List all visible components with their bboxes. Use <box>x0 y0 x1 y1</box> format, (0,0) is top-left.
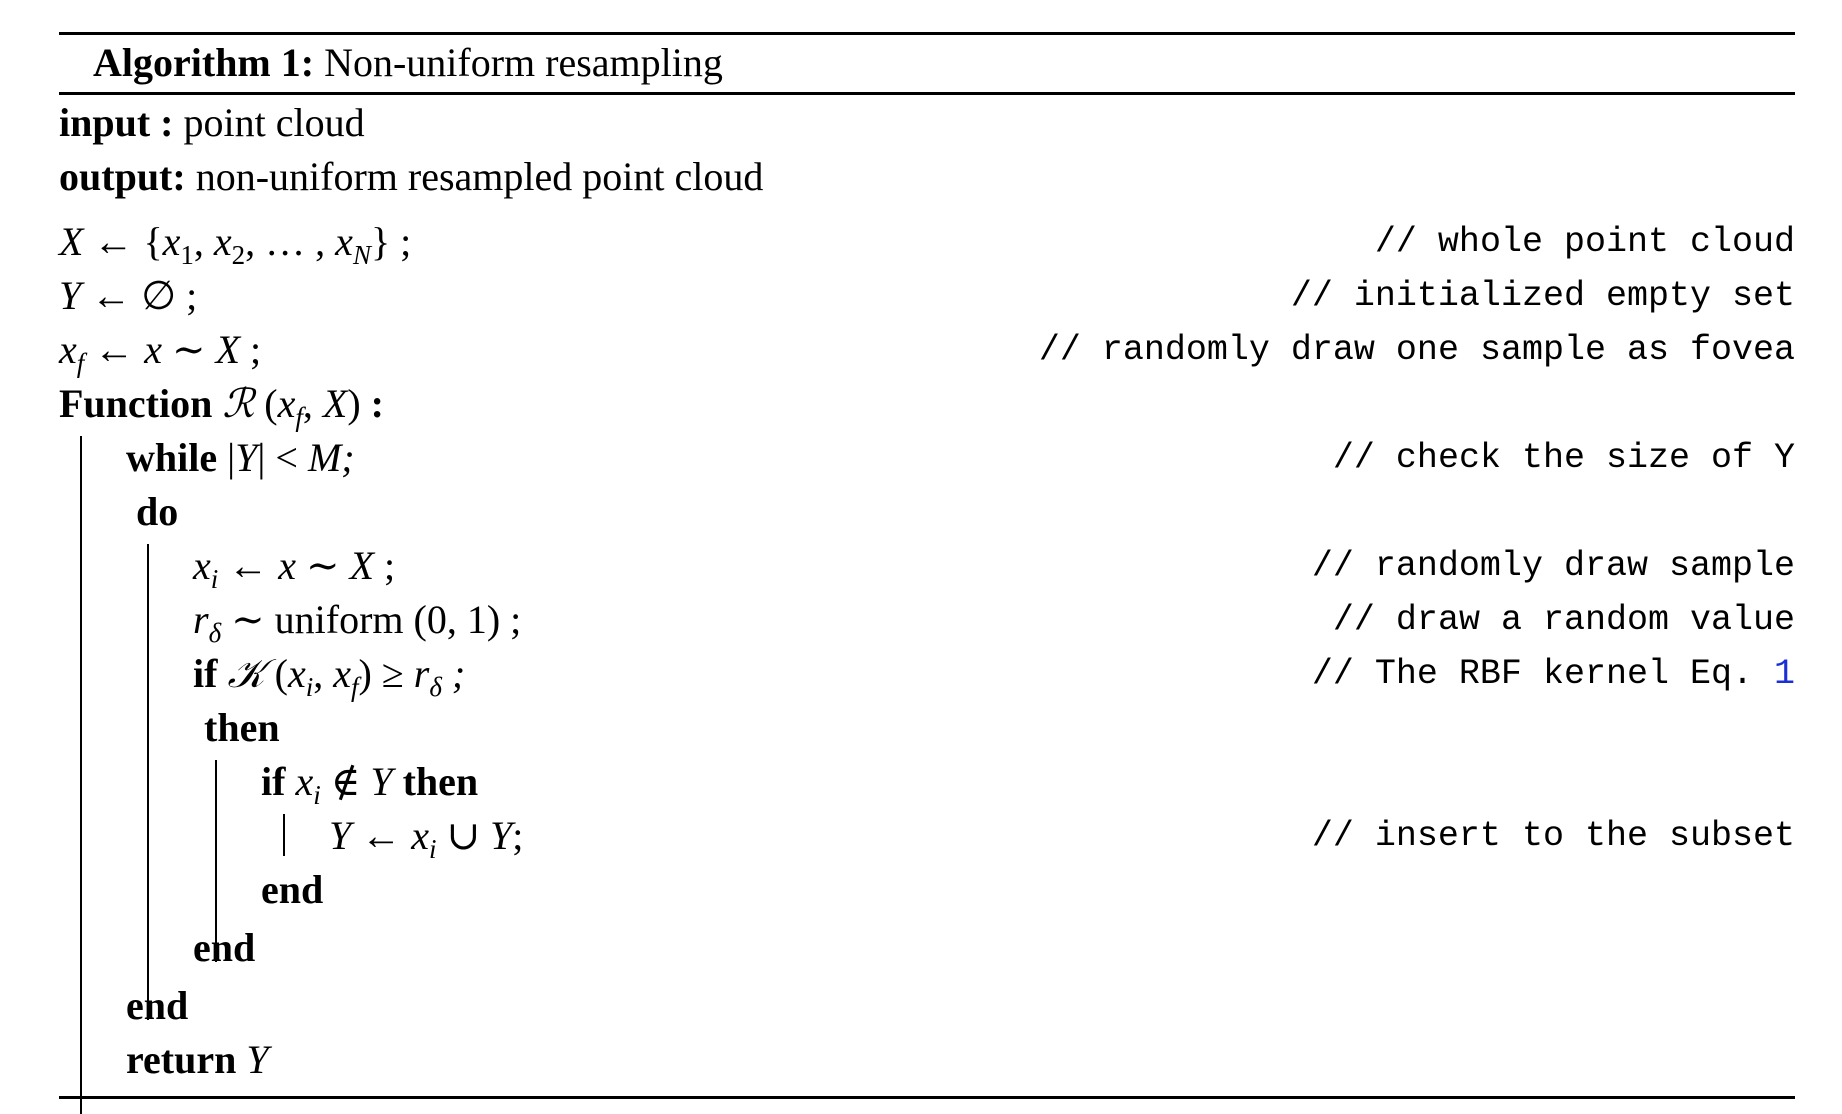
equation-reference[interactable]: 1 <box>1773 654 1795 694</box>
bottom-rule <box>59 1096 1795 1099</box>
init-y-code: Y ← ∅ ; <box>59 273 198 318</box>
line-init-fovea: xf ← x ∼ X ; // randomly draw one sample… <box>59 323 1795 377</box>
init-x-code: X ← {x1, x2, … , xN} ; <box>59 219 412 270</box>
line-do: do <box>59 485 1795 539</box>
init-fovea-code: xf ← x ∼ X ; <box>59 327 262 378</box>
while-condition: while |Y| < M; <box>126 435 355 480</box>
line-while: while |Y| < M; // check the size of Y <box>59 431 1795 485</box>
output-line: output: non-uniform resampled point clou… <box>59 150 1795 204</box>
draw-sample-code: xi ← x ∼ X ; <box>193 543 396 594</box>
line-draw-value: rδ ∼ uniform (0, 1) ; // draw a random v… <box>59 593 1795 647</box>
algorithm-label: Algorithm 1: <box>93 40 315 85</box>
top-rule <box>59 32 1795 35</box>
line-init-y: Y ← ∅ ; // initialized empty set <box>59 269 1795 323</box>
line-return: return Y <box>59 1033 1795 1087</box>
function-body-bar <box>80 436 82 1114</box>
inner-if-body-bar <box>283 814 285 856</box>
line-draw-sample: xi ← x ∼ X ; // randomly draw sample <box>59 539 1795 593</box>
while-body-bar <box>147 544 149 1020</box>
end-keyword-while: end <box>126 983 189 1028</box>
comment-insert: // insert to the subset <box>1311 816 1795 856</box>
line-end-inner-if: end <box>59 863 1795 917</box>
comment-draw-sample: // randomly draw sample <box>1311 546 1795 586</box>
line-init-x: X ← {x1, x2, … , xN} ; // whole point cl… <box>59 215 1795 269</box>
end-keyword-outer-if: end <box>193 925 256 970</box>
input-value: point cloud <box>173 100 365 145</box>
if-kernel-condition: if 𝒦 (xi, xf) ≥ rδ ; <box>193 651 466 702</box>
comment-whole-cloud: // whole point cloud <box>1374 222 1795 262</box>
comment-draw-value: // draw a random value <box>1332 600 1795 640</box>
if-member-condition: if xi ∉ Y then <box>261 759 479 810</box>
uniform-word: uniform <box>274 597 404 642</box>
comment-rbf: // The RBF kernel Eq. 1 <box>1312 647 1795 701</box>
input-label: input <box>59 100 151 145</box>
if-keyword-inner: if <box>261 759 286 804</box>
line-end-outer-if: end <box>59 921 1795 975</box>
if-keyword-outer: if <box>193 651 218 696</box>
input-colon: : <box>150 100 174 145</box>
comment-fovea: // randomly draw one sample as fovea <box>1038 330 1795 370</box>
function-signature: Function ℛ (xf, X) : <box>59 381 384 432</box>
end-keyword-inner-if: end <box>261 867 324 912</box>
output-value: non-uniform resampled point cloud <box>185 154 764 199</box>
return-statement: return Y <box>126 1037 269 1082</box>
line-end-while: end <box>59 979 1795 1033</box>
comment-empty-set: // initialized empty set <box>1290 276 1795 316</box>
then-keyword-outer: then <box>204 705 280 750</box>
algorithm-name: Non-uniform resampling <box>324 40 723 85</box>
return-keyword: return <box>126 1037 237 1082</box>
do-keyword: do <box>136 489 179 534</box>
while-keyword: while <box>126 435 218 480</box>
algorithm-title: Algorithm 1: Non-uniform resampling <box>93 36 723 90</box>
draw-value-code: rδ ∼ uniform (0, 1) ; <box>193 597 522 648</box>
insert-code: Y ← xi ∪ Y; <box>329 813 524 864</box>
if-body-bar <box>215 760 217 962</box>
comment-check-size: // check the size of Y <box>1332 438 1795 478</box>
comment-rbf-text: // The RBF kernel Eq. <box>1311 654 1774 694</box>
line-then-outer: then <box>59 701 1795 755</box>
line-if-kernel: if 𝒦 (xi, xf) ≥ rδ ; // The RBF kernel E… <box>59 647 1795 701</box>
input-line: input : point cloud <box>59 96 1795 150</box>
output-label: output: <box>59 154 186 199</box>
line-function: Function ℛ (xf, X) : <box>59 377 1795 431</box>
then-keyword-inner: then <box>402 759 479 804</box>
line-insert: Y ← xi ∪ Y; // insert to the subset <box>59 809 1795 863</box>
line-if-member: if xi ∉ Y then <box>59 755 1795 809</box>
function-keyword: Function <box>59 381 213 426</box>
title-rule <box>59 92 1795 95</box>
